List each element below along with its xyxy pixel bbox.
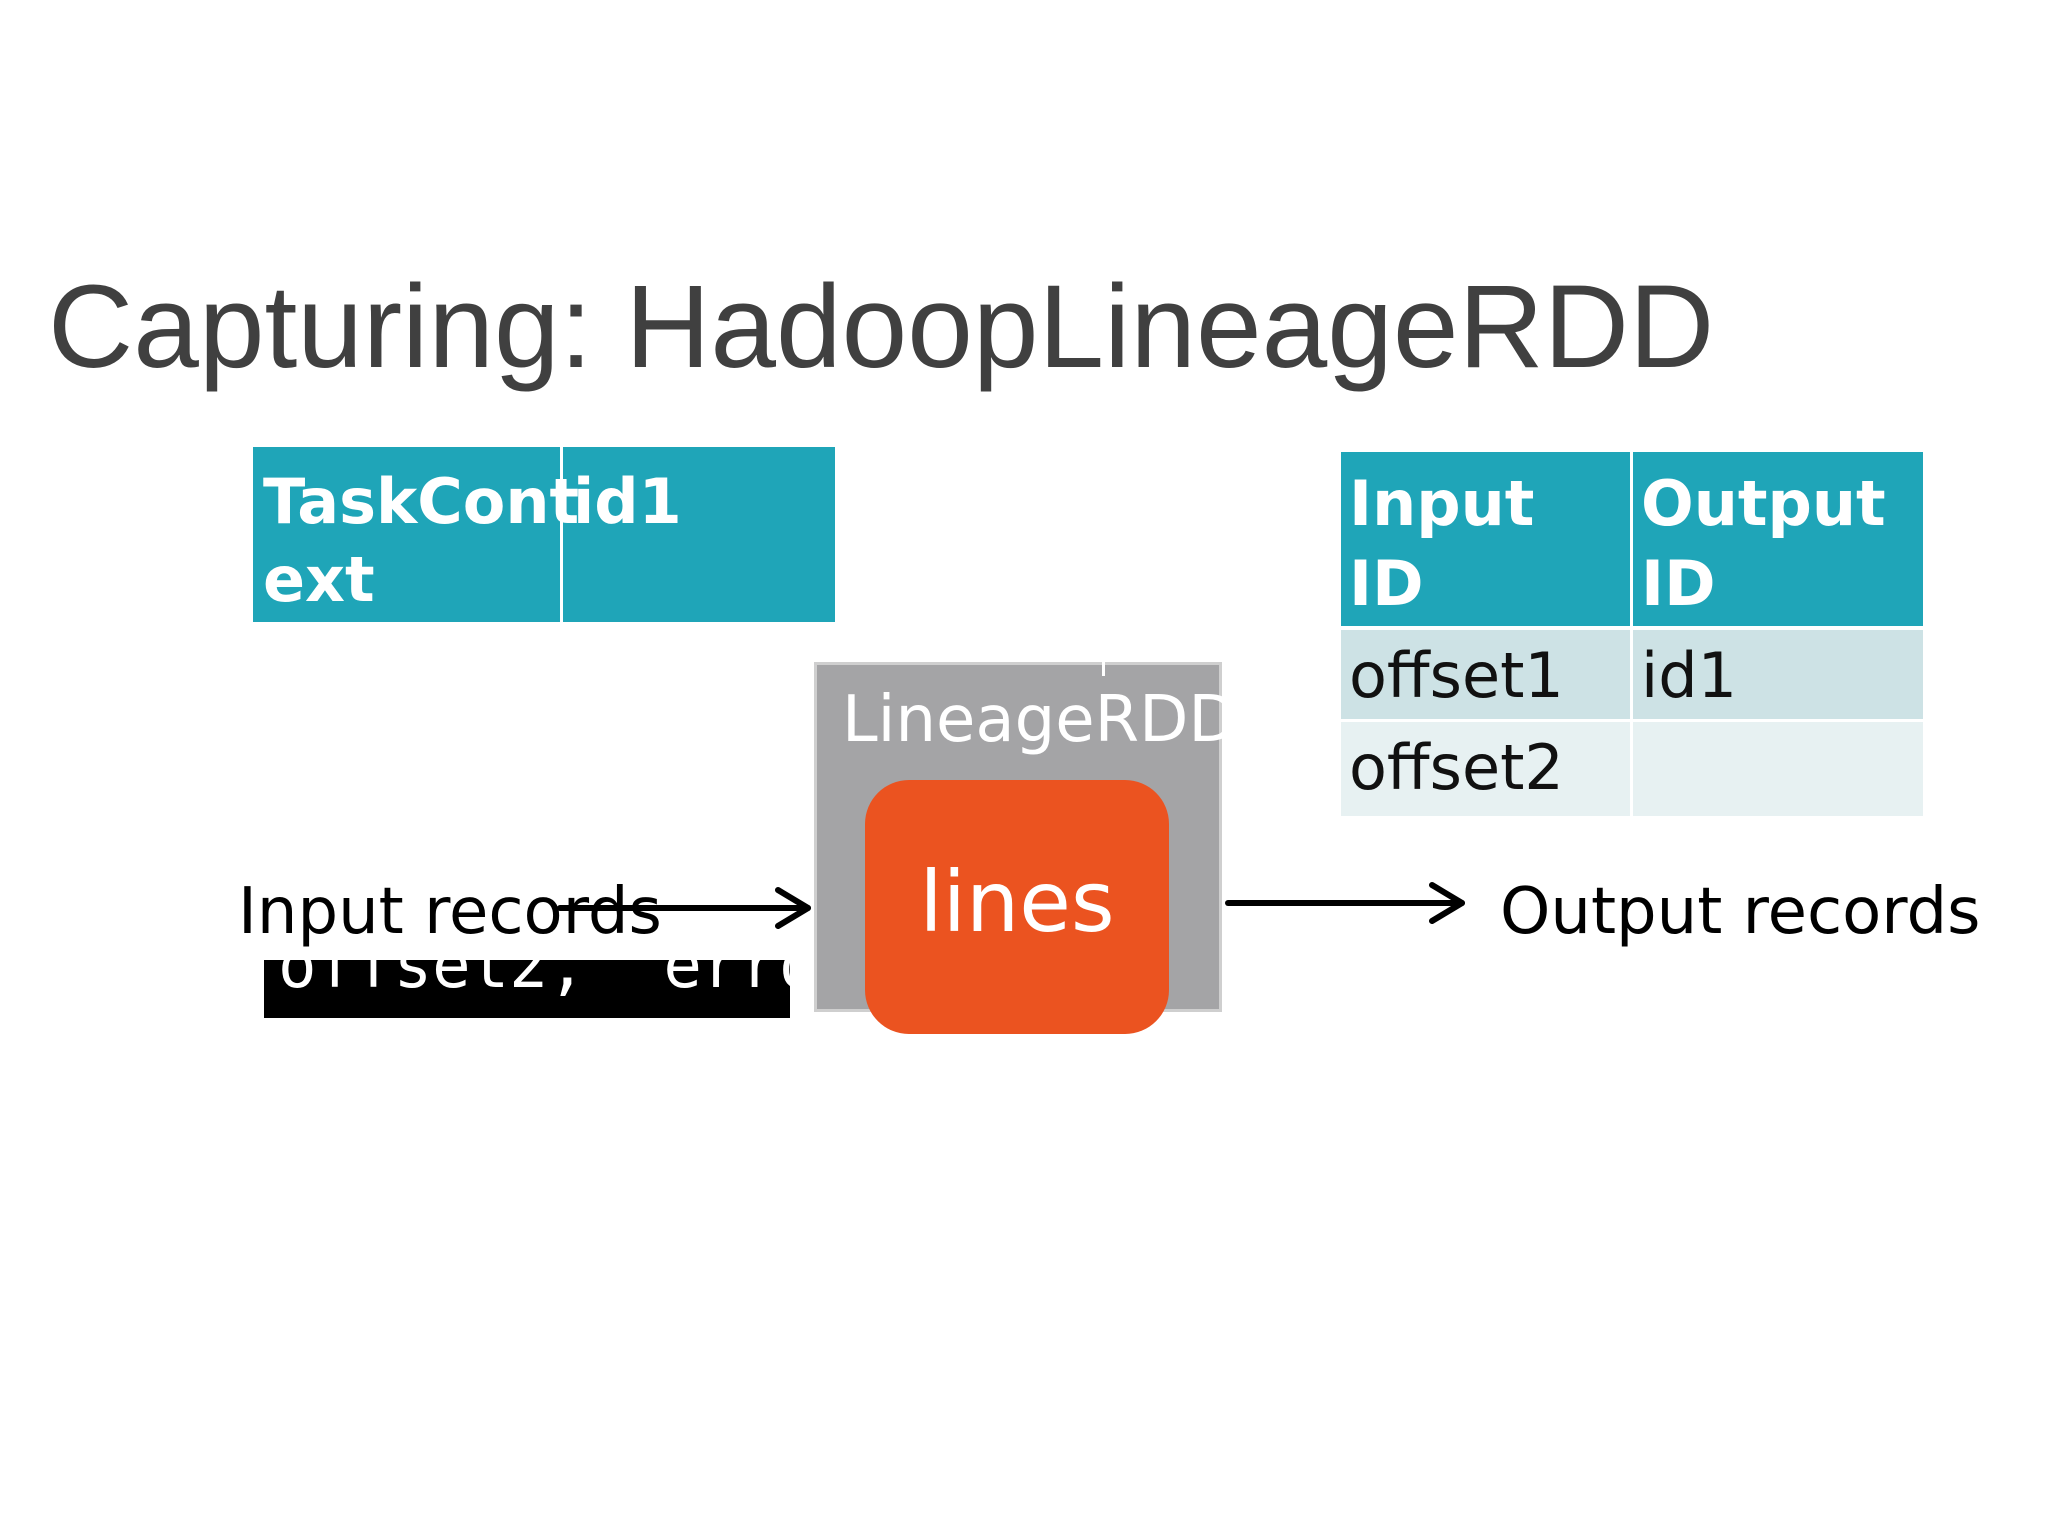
task-context-key-line2: ext <box>263 543 375 616</box>
table-row: offset1 id1 <box>1341 630 1923 722</box>
task-context-table: TaskCont ext id1 <box>253 447 835 622</box>
output-records-label: Output records <box>1500 875 1981 949</box>
io-table-header-row: Input ID Output ID <box>1341 452 1923 630</box>
io-cell-input: offset1 <box>1341 630 1633 719</box>
slide-title: Capturing: HadoopLineageRDD <box>48 261 1715 393</box>
io-header-output-line1: Output <box>1641 467 1886 540</box>
lines-rdd-label: lines <box>919 853 1115 951</box>
io-cell-input: offset2 <box>1341 722 1633 816</box>
table-row: offset2 <box>1341 722 1923 816</box>
lines-rdd-box: lines <box>865 780 1169 1034</box>
io-cell-output: id1 <box>1641 639 1738 712</box>
task-context-value-cell: id1 <box>573 465 682 538</box>
input-record-box: offset2, "error 1 <box>264 960 790 1018</box>
io-header-output-id: Output ID <box>1633 452 1923 626</box>
lineage-rdd-label: LineageRDD <box>842 683 1238 757</box>
input-record-text: offset2, "error 1 <box>278 960 790 1003</box>
input-records-label: Input records <box>238 875 662 949</box>
input-record-quote: ” <box>536 989 568 1059</box>
task-context-key-line1: TaskCont <box>263 465 580 538</box>
task-context-key-cell: TaskCont ext <box>253 447 579 622</box>
output-arrow <box>1225 882 1465 924</box>
io-header-input-id: Input ID <box>1341 452 1633 626</box>
lineage-box-tick <box>1102 662 1105 676</box>
input-output-id-table: Input ID Output ID offset1 id1 offset2 <box>1341 452 1923 816</box>
input-arrow <box>557 887 811 929</box>
io-header-output-line2: ID <box>1641 547 1716 620</box>
